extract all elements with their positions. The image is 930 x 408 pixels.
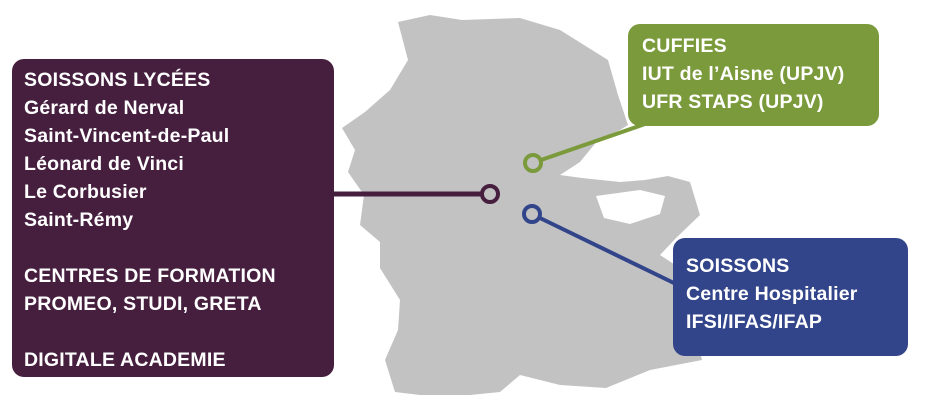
school-item: Saint-Rémy bbox=[24, 209, 134, 231]
city-inlet-shape bbox=[596, 190, 665, 224]
school-item: Saint-Vincent-de-Paul bbox=[24, 125, 230, 147]
lycees-callout-box: SOISSONS LYCÉES Gérard de Nerval Saint-V… bbox=[12, 59, 334, 377]
academie-label: DIGITALE ACADEMIE bbox=[24, 349, 226, 371]
connector-line-soissons bbox=[539, 216, 679, 287]
cuffies-heading: CUFFIES bbox=[642, 35, 727, 57]
cuffies-item: IUT de l’Aisne (UPJV) bbox=[642, 63, 845, 85]
centres-list: PROMEO, STUDI, GRETA bbox=[24, 293, 262, 315]
city-outline-shape bbox=[342, 15, 702, 395]
marker-lycees[interactable] bbox=[480, 184, 500, 204]
soissons-heading: SOISSONS bbox=[686, 255, 790, 277]
lycees-heading: SOISSONS LYCÉES bbox=[24, 69, 211, 91]
cuffies-callout-box: CUFFIES IUT de l’Aisne (UPJV) UFR STAPS … bbox=[628, 24, 879, 126]
marker-soissons[interactable] bbox=[522, 204, 542, 224]
school-item: Léonard de Vinci bbox=[24, 153, 184, 175]
school-item: Gérard de Nerval bbox=[24, 97, 185, 119]
school-item: Le Corbusier bbox=[24, 181, 147, 203]
connector-line-cuffies bbox=[540, 122, 646, 162]
soissons-item: IFSI/IFAS/IFAP bbox=[686, 311, 823, 333]
soissons-callout-box: SOISSONS Centre Hospitalier IFSI/IFAS/IF… bbox=[673, 238, 908, 356]
cuffies-item: UFR STAPS (UPJV) bbox=[642, 91, 824, 113]
marker-cuffies[interactable] bbox=[523, 153, 543, 173]
centres-heading: CENTRES DE FORMATION bbox=[24, 265, 276, 287]
soissons-item: Centre Hospitalier bbox=[686, 283, 858, 305]
